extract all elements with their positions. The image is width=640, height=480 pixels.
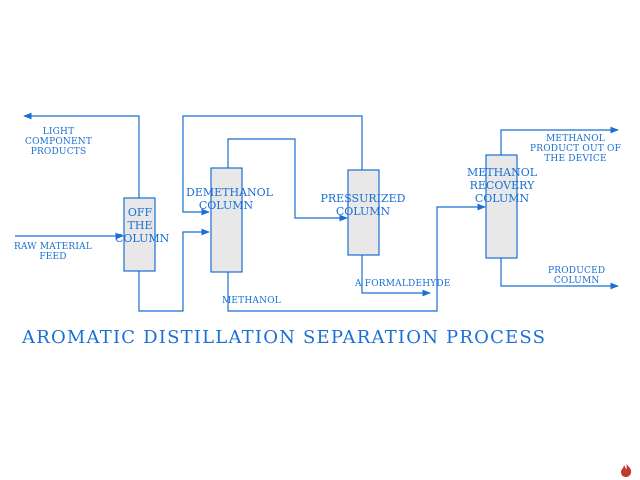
diagram-title: AROMATIC DISTILLATION SEPARATION PROCESS — [22, 327, 547, 348]
flow-formaldehyde — [361, 255, 431, 297]
flow-light-products — [23, 112, 140, 198]
flow-pressurized-recycle — [182, 115, 363, 216]
demethanol-column — [210, 167, 243, 273]
off-column-label: OFF THE COLUMN — [115, 206, 170, 245]
flow-produced-column — [500, 258, 619, 290]
flow-demethanol-to-pressurized — [227, 138, 348, 222]
flow-methanol-to-recovery — [227, 203, 486, 312]
fire-icon — [621, 463, 632, 477]
methanol-product-label: METHANOL PRODUCT OUT OF THE DEVICE — [530, 134, 622, 164]
off-column — [123, 197, 156, 272]
produced-column-label: PRODUCED COLUMN — [548, 266, 606, 286]
methanol-recovery-label: METHANOL RECOVERY COLUMN — [466, 166, 538, 205]
raw-feed-label: RAW MATERIAL FEED — [14, 242, 93, 262]
formaldehyde-label: A FORMALDEHYDE — [355, 279, 451, 289]
pressurized-label: PRESSURIZED COLUMN — [320, 192, 406, 218]
demethanol-label: DEMETHANOL COLUMN — [186, 186, 273, 212]
methanol-bottom-label: METHANOL — [222, 296, 281, 306]
pressurized-column — [347, 169, 380, 256]
flow-methanol-product — [500, 126, 619, 155]
light-products-label: LIGHT COMPONENT PRODUCTS — [25, 127, 93, 157]
flow-off-to-demethanol — [138, 228, 210, 312]
methanol-recovery-column — [485, 154, 518, 259]
